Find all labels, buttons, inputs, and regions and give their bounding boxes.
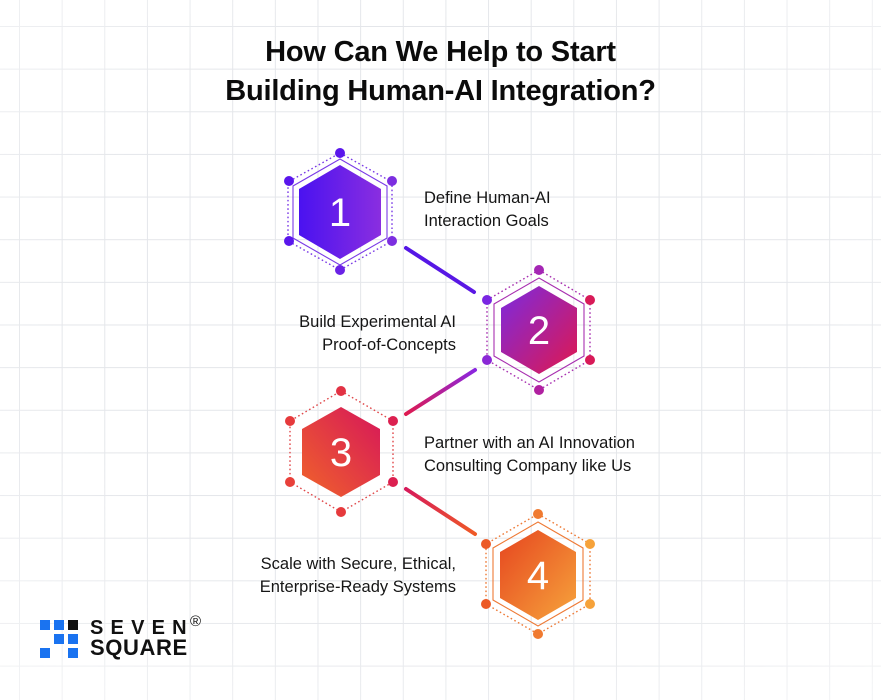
step-4-hexagon [481, 509, 595, 639]
logo-word-square: SQUARE [90, 635, 188, 660]
logo-word-seven: SEVEN [90, 617, 194, 639]
step-3-label-line-1: Partner with an AI Innovation [424, 434, 635, 452]
logo-registered-mark: ® [190, 613, 202, 630]
step-1-label-line-1: Define Human-AI [424, 189, 551, 207]
step-3-number: 3 [330, 431, 352, 475]
connector-3-4 [404, 487, 477, 536]
step-4-label-line-2: Enterprise-Ready Systems [259, 578, 456, 596]
title-line-1: How Can We Help to Start [265, 36, 616, 68]
step-1-number: 1 [329, 191, 351, 235]
step-3-label-line-2: Consulting Company like Us [424, 457, 632, 475]
connector-1-2 [404, 246, 476, 294]
logo-squares-icon [40, 620, 78, 658]
step-4-label-line-1: Scale with Secure, Ethical, [260, 555, 456, 573]
step-2-number: 2 [528, 309, 550, 353]
step-2-hexagon [482, 265, 595, 395]
step-3-label: Partner with an AI Innovation Consulting… [424, 432, 635, 478]
step-4-number: 4 [527, 554, 549, 598]
seven-square-logo: SEVEN ® SQUARE [40, 614, 220, 660]
step-3-hexagon [285, 386, 398, 517]
step-2-label: Build Experimental AI Proof-of-Concepts [299, 311, 456, 357]
step-2-label-line-1: Build Experimental AI [299, 313, 456, 331]
step-4-label: Scale with Secure, Ethical, Enterprise-R… [260, 553, 456, 599]
step-1-label: Define Human-AI Interaction Goals [424, 187, 551, 233]
connector-2-3 [404, 368, 477, 416]
step-2-label-line-2: Proof-of-Concepts [322, 336, 456, 354]
step-1-hexagon [284, 148, 397, 275]
step-1-label-line-2: Interaction Goals [424, 212, 549, 230]
title-line-2: Building Human-AI Integration? [225, 75, 656, 107]
page-title: How Can We Help to Start Building Human-… [0, 33, 881, 111]
